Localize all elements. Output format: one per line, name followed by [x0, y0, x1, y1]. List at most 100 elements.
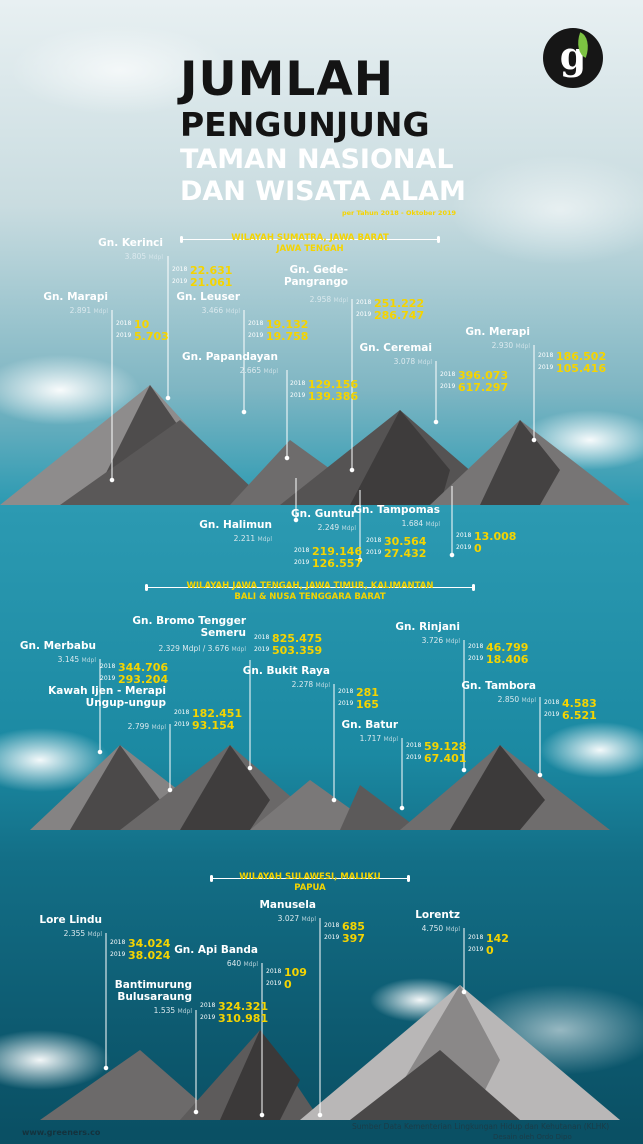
year-label-2019: 2019: [538, 364, 554, 371]
year-label-2019: 2019: [174, 721, 190, 728]
elevation-unit: Mdpl: [521, 697, 536, 704]
elevation-value: 2.665: [239, 366, 264, 375]
mountain-name: Gn. Bromo Tengger Semeru: [132, 615, 246, 639]
elevation-value: 4.750: [421, 924, 446, 933]
mountain-name: Gn. Marapi: [43, 291, 108, 303]
year-label-2018: 2018: [468, 934, 484, 941]
value-2018: 34.024: [128, 937, 171, 950]
period-subtitle: per Tahun 2018 - Oktober 2019: [342, 209, 457, 217]
mountain-elevation: 2.665 Mdpl: [240, 366, 278, 375]
elevation-unit: Mdpl: [445, 926, 460, 933]
mountain-name: Gn. Gede-Pangrango: [284, 264, 348, 288]
elevation-unit: Mdpl: [151, 724, 166, 731]
elevation-value: 2.850: [497, 695, 522, 704]
elevation-unit: Mdpl: [148, 254, 163, 261]
year-label-2019: 2019: [406, 754, 422, 761]
website-link[interactable]: www.greeners.co: [22, 1128, 101, 1137]
mountain-name: Bantimurung Bulusaraung: [114, 979, 192, 1003]
designer-credit: Desain oleh Ordo Dipo: [493, 1133, 572, 1141]
mountain-name: Gn. Tampomas: [353, 504, 440, 516]
value-2019: 19.758: [266, 330, 309, 343]
leader-dot: [461, 989, 467, 995]
year-label-2019: 2019: [110, 951, 126, 958]
source-credit: Sumber Data Kementerian Lingkungan Hidup…: [352, 1122, 609, 1131]
greeners-logo: g: [543, 28, 603, 88]
value-2018: 59.128: [424, 740, 467, 753]
year-label-2018: 2018: [110, 939, 126, 946]
mountain-elevation: 2.891 Mdpl: [70, 306, 108, 315]
value-2018: 19.132: [266, 318, 309, 331]
mountain-name: Gn. Batur: [341, 719, 399, 731]
value-2018: 142: [486, 932, 509, 945]
region-divider: [145, 584, 475, 591]
designer-name: Ordo Dipo: [536, 1133, 572, 1141]
leader-dot: [331, 797, 337, 803]
mountain-elevation: 2.249 Mdpl: [318, 523, 356, 532]
mountain-name: Gn. Api Banda: [174, 944, 258, 956]
value-2019: 27.432: [384, 547, 427, 560]
year-label-2019: 2019: [356, 311, 372, 318]
value-2019: 310.981: [218, 1012, 269, 1025]
elevation-unit: Mdpl: [243, 961, 258, 968]
region-title-line1: WILAYAH JAWA TENGAH, JAWA TIMUR, KALIMAN…: [186, 581, 434, 591]
title-line-1: JUMLAH: [180, 52, 395, 107]
mountain-elevation: 1.717 Mdpl: [360, 734, 398, 743]
leader-dot: [284, 455, 290, 461]
value-2018: 281: [356, 686, 379, 699]
elevation-value: 2.355: [63, 929, 88, 938]
mountain-elevation: 3.027 Mdpl: [278, 914, 316, 923]
mountain-name: Lorentz: [415, 909, 460, 921]
value-2019: 286.747: [374, 309, 425, 322]
mountain-range-1: [0, 385, 630, 505]
mountain-elevation: 3.805 Mdpl: [125, 252, 163, 261]
elevation-unit: Mdpl: [263, 368, 278, 375]
mountain-elevation: 3.145 Mdpl: [58, 655, 96, 664]
mountain-name: Gn. Papandayan: [182, 351, 278, 363]
value-2019: 139.386: [308, 390, 359, 403]
mountain-elevation: 2.958 Mdpl: [310, 295, 348, 304]
mountain-name: Gn. Merapi: [465, 326, 530, 338]
year-label-2019: 2019: [338, 700, 354, 707]
leader-dot: [241, 409, 247, 415]
value-2018: 396.073: [458, 369, 509, 382]
mountain-name: Gn. Halimun: [199, 519, 272, 531]
value-2018: 219.146: [312, 545, 363, 558]
value-2018: 129.156: [308, 378, 359, 391]
leader-dot: [537, 772, 543, 778]
year-label-2018: 2018: [538, 352, 554, 359]
value-2018: 4.583: [562, 697, 597, 710]
value-2019: 0: [284, 978, 292, 991]
elevation-value: 640: [226, 959, 244, 968]
mountain-elevation: 2.329 Mdpl / 3.676 Mdpl: [158, 644, 246, 653]
elevation-value: 1.535: [153, 1006, 178, 1015]
value-2018: 109: [284, 966, 307, 979]
mountain-name: Gn. Kerinci: [98, 237, 163, 249]
year-label-2019: 2019: [440, 383, 456, 390]
elevation-value: 3.078: [393, 357, 418, 366]
year-label-2018: 2018: [200, 1002, 216, 1009]
value-2019: 5.703: [134, 330, 169, 343]
mountain-elevation: 2.355 Mdpl: [64, 929, 102, 938]
mountain-name: Gn. Guntur: [291, 508, 356, 520]
leader-dot: [357, 557, 363, 563]
leader-dot: [109, 477, 115, 483]
value-2018: 182.451: [192, 707, 243, 720]
year-label-2019: 2019: [254, 646, 270, 653]
leader-dot: [317, 1112, 323, 1118]
mountain-elevation: 1.684 Mdpl: [402, 519, 440, 528]
elevation-unit: Mdpl: [225, 308, 240, 315]
elevation-unit: Mdpl: [177, 1008, 192, 1015]
elevation-unit: Mdpl: [231, 646, 246, 653]
mountain-name: Gn. Rinjani: [395, 621, 460, 633]
mountain-elevation: 3.078 Mdpl: [394, 357, 432, 366]
elevation-value: 2.958: [309, 295, 334, 304]
elevation-unit: Mdpl: [333, 297, 348, 304]
region-title-line1: WILAYAH SUMATRA, JAWA BARAT: [231, 233, 389, 243]
elevation-unit: Mdpl: [81, 657, 96, 664]
region-title-line2: PAPUA: [294, 883, 326, 894]
elevation-value: 1.684: [401, 519, 426, 528]
mountain-elevation: 2.278 Mdpl: [292, 680, 330, 689]
elevation-value: 3.145: [57, 655, 82, 664]
value-2019: 0: [474, 542, 482, 555]
